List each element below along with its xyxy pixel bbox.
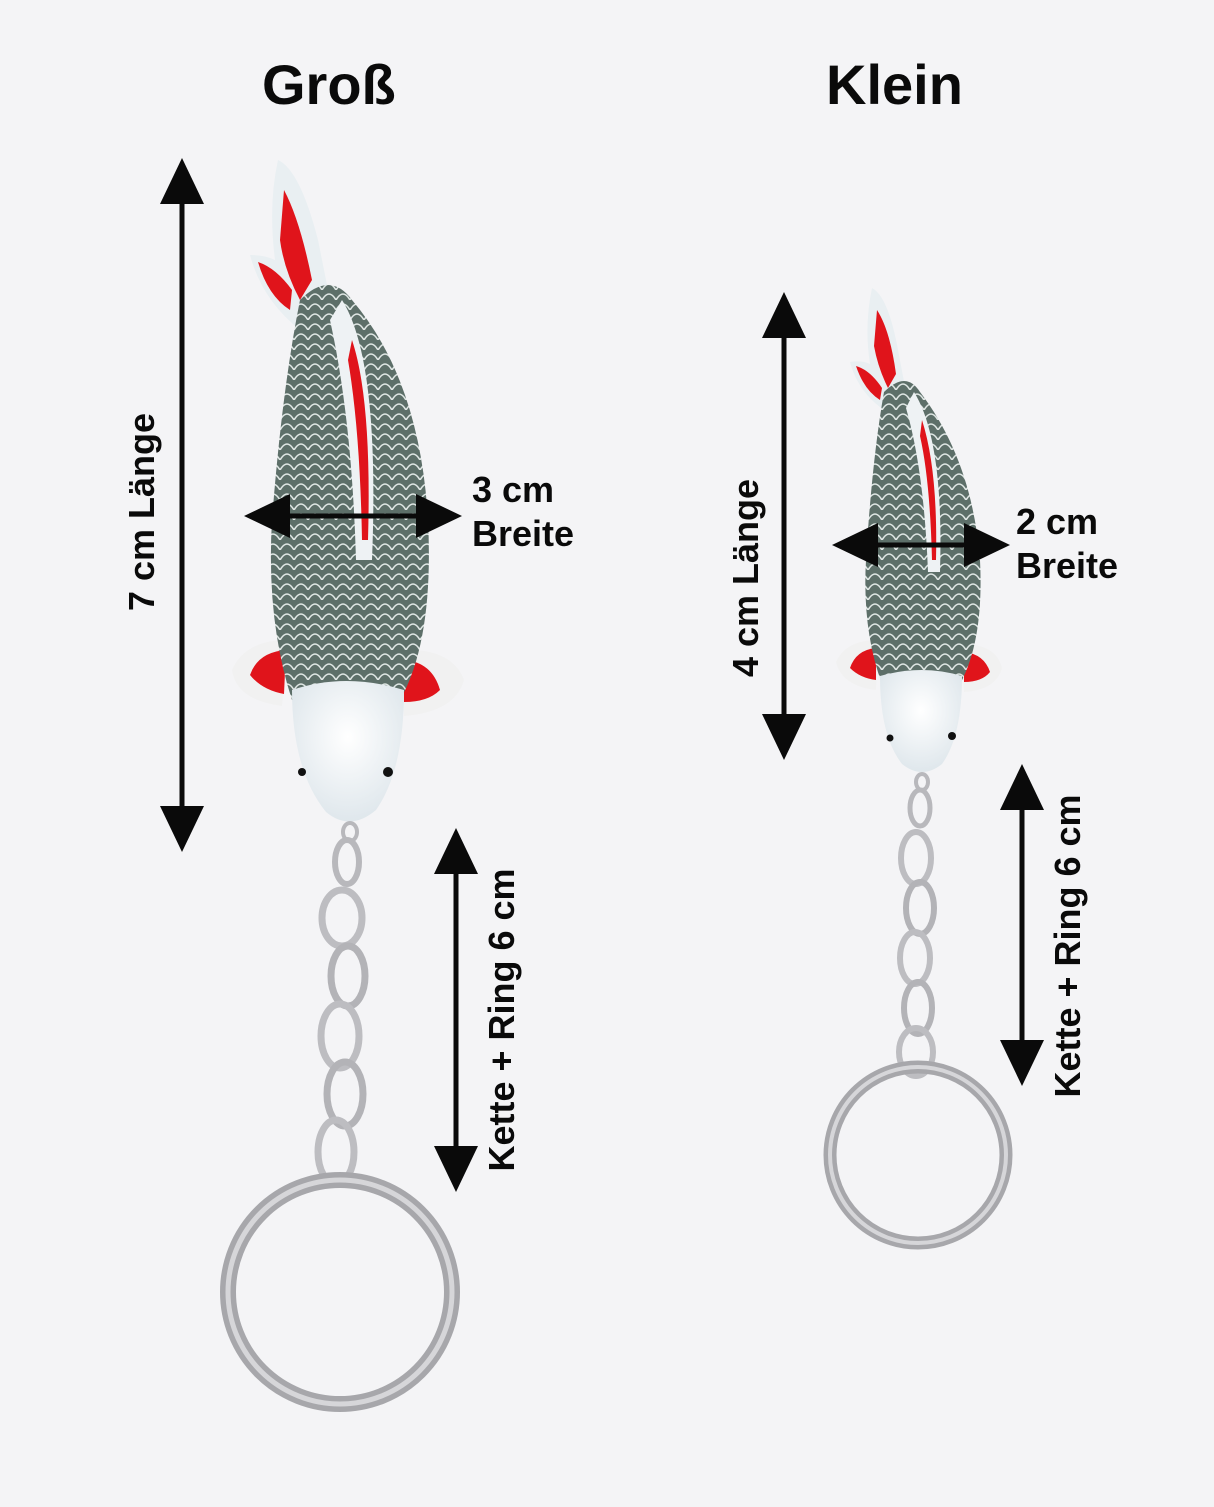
small-length-label: 4 cm Länge: [725, 478, 766, 678]
small-width-value: 2 cm: [1016, 501, 1099, 542]
double-arrow-icon: [160, 158, 1044, 1192]
large-length-label: 7 cm Länge: [121, 412, 162, 612]
koi-fish-keychain-large-icon: [220, 160, 464, 1412]
large-width-text: Breite: [472, 513, 575, 554]
large-width-label: 3 cm Breite: [472, 468, 574, 556]
small-width-label: 2 cm Breite: [1016, 500, 1118, 588]
title-small: Klein: [826, 53, 963, 116]
title-large: Groß: [262, 53, 396, 116]
small-chain-label: Kette + Ring 6 cm: [1047, 794, 1088, 1098]
large-width-value: 3 cm: [472, 469, 555, 510]
koi-fish-keychain-small-icon: [823, 288, 1013, 1250]
large-chain-label: Kette + Ring 6 cm: [481, 868, 522, 1172]
small-width-text: Breite: [1016, 545, 1119, 586]
